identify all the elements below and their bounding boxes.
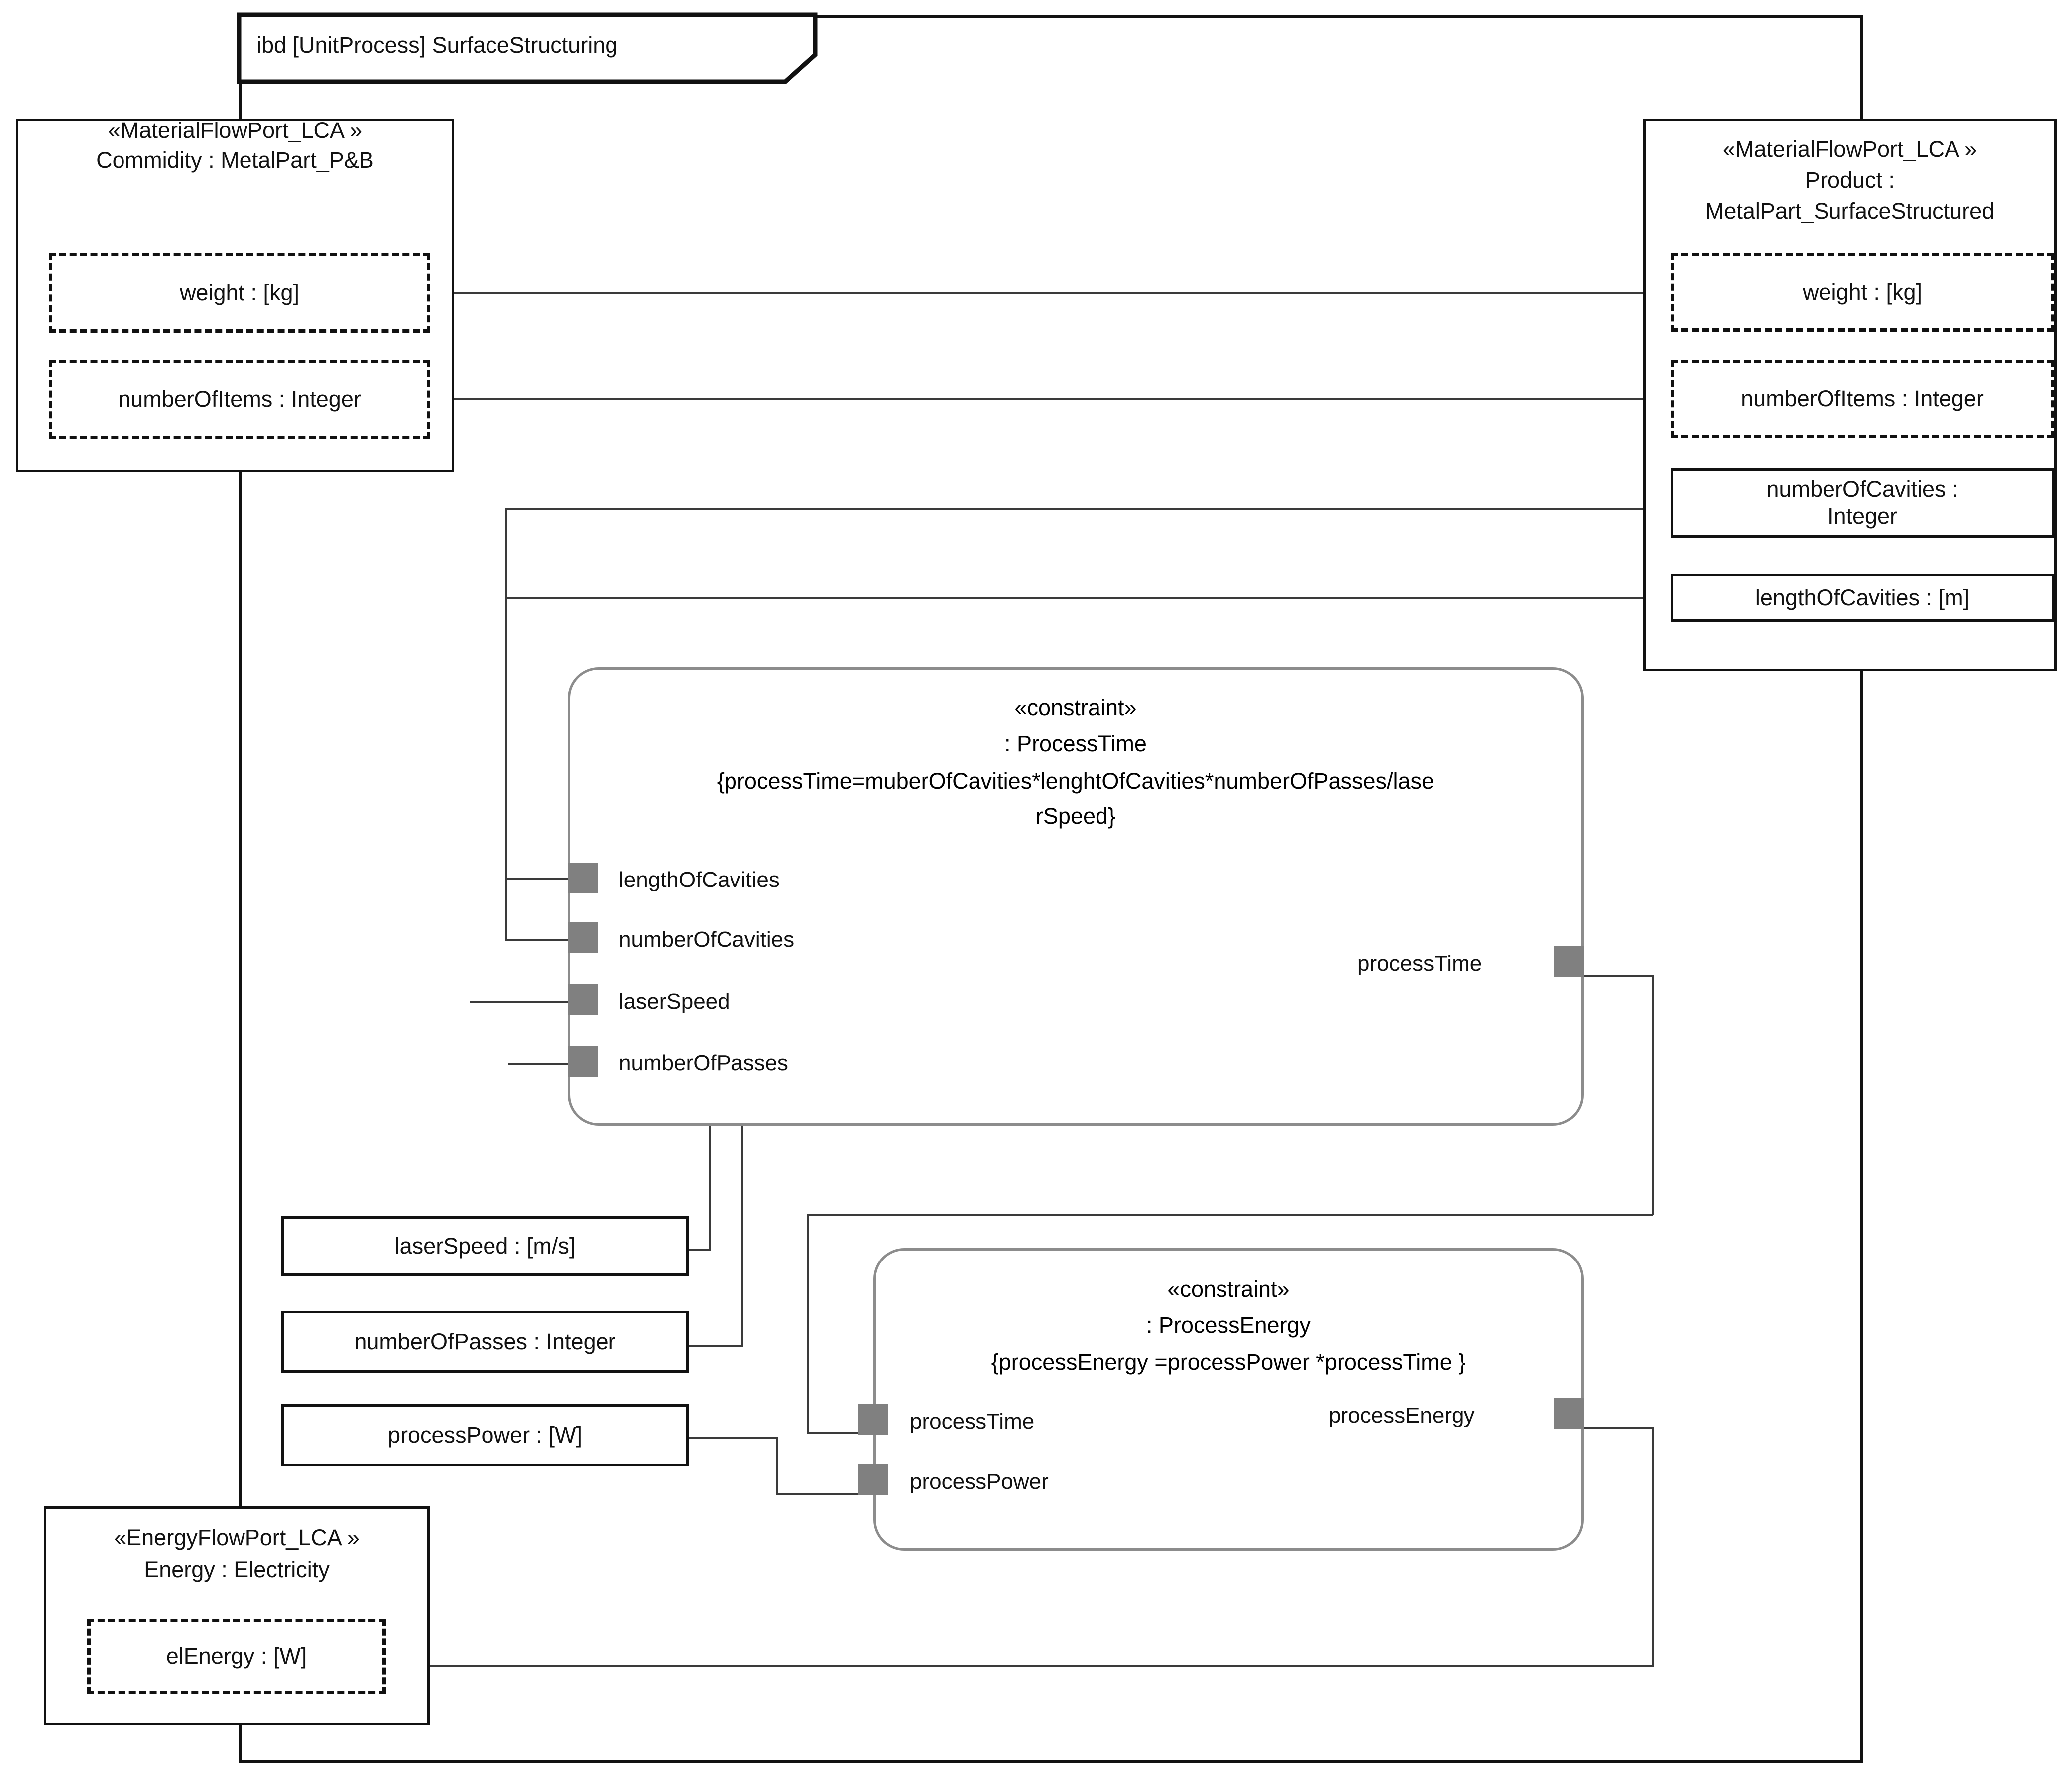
numberofcavities-line1: numberOfCavities :: [1766, 476, 1958, 502]
product-property-numberofcavities[interactable]: numberOfCavities : Integer: [1671, 468, 2054, 538]
port-processtime-in[interactable]: [858, 1404, 888, 1435]
port-label-numberofcavities: numberOfCavities: [619, 927, 795, 952]
product-stereotype: «MaterialFlowPort_LCA »: [1722, 136, 1977, 162]
commodity-stereotype: «MaterialFlowPort_LCA »: [108, 118, 363, 143]
product-name-line2: MetalPart_SurfaceStructured: [1705, 198, 1995, 224]
commodity-property-weight[interactable]: weight : [kg]: [49, 253, 430, 333]
connector-numberofpasses-h1: [686, 1345, 743, 1347]
processtime-expression-line2: rSpeed}: [1035, 803, 1116, 829]
port-processenergy-out[interactable]: [1554, 1398, 1584, 1429]
processtime-expression-line1: {processTime=muberOfCavities*lenghtOfCav…: [717, 768, 1435, 794]
connector-numberofcavities-stub: [505, 939, 568, 941]
connector-lengthofcavities-stub: [505, 878, 568, 880]
constraint-processtime[interactable]: «constraint» : ProcessTime {processTime=…: [568, 667, 1584, 1126]
frame-title-label: ibd [UnitProcess] SurfaceStructuring: [256, 32, 618, 58]
processtime-name: : ProcessTime: [1004, 731, 1147, 756]
port-processpower-in[interactable]: [858, 1464, 888, 1495]
connector-processpower-v: [776, 1437, 778, 1494]
connector-processenergy-v: [1652, 1427, 1654, 1667]
commodity-name: Commidity : MetalPart_P&B: [96, 147, 374, 173]
processtime-stereotype: «constraint»: [1014, 695, 1137, 720]
port-numberofcavities[interactable]: [568, 922, 598, 953]
connector-processpower-h2: [776, 1493, 873, 1495]
connector-numberofpasses-v: [741, 1064, 743, 1346]
value-property-numberofpasses[interactable]: numberOfPasses : Integer: [281, 1311, 689, 1373]
port-laserspeed[interactable]: [568, 984, 598, 1015]
port-label-processtime-in: processTime: [910, 1409, 1035, 1434]
port-label-processpower-in: processPower: [910, 1469, 1049, 1494]
connector-numberofcavities-h: [505, 508, 1671, 510]
connector-processtime-h2: [807, 1214, 1653, 1216]
connector-lengthofcavities-v: [505, 597, 507, 879]
energy-stereotype: «EnergyFlowPort_LCA »: [114, 1525, 360, 1550]
connector-weight: [451, 292, 1670, 294]
connector-processenergy-h1: [1582, 1427, 1654, 1429]
energy-name: Energy : Electricity: [144, 1557, 330, 1582]
energy-property-elenergy[interactable]: elEnergy : [W]: [87, 1619, 386, 1694]
product-property-weight[interactable]: weight : [kg]: [1671, 253, 2054, 332]
product-name-line1: Product :: [1805, 167, 1895, 193]
port-label-processenergy-out: processEnergy: [1329, 1403, 1475, 1428]
product-property-lengthofcavities[interactable]: lengthOfCavities : [m]: [1671, 574, 2054, 622]
connector-processpower-h1: [686, 1437, 778, 1439]
port-label-numberofpasses: numberOfPasses: [619, 1051, 788, 1075]
value-property-laserspeed[interactable]: laserSpeed : [m/s]: [281, 1216, 689, 1276]
connector-number-of-items: [451, 398, 1670, 400]
diagram-frame: [239, 15, 1863, 1763]
connector-laserspeed-h1: [686, 1249, 711, 1251]
frame-title-tab: [237, 12, 818, 84]
port-label-laserspeed: laserSpeed: [619, 989, 730, 1013]
connector-processtime-v2: [807, 1214, 809, 1433]
port-processtime-out[interactable]: [1554, 946, 1584, 977]
connector-laserspeed-v: [709, 1001, 711, 1250]
processenergy-name: : ProcessEnergy: [1146, 1312, 1311, 1338]
connector-processtime-h1: [1582, 975, 1654, 977]
connector-lengthofcavities-h: [505, 597, 1671, 599]
processenergy-expression-line1: {processEnergy =processPower *processTim…: [991, 1349, 1466, 1375]
connector-processenergy-h2: [429, 1665, 1653, 1667]
port-numberofpasses[interactable]: [568, 1046, 598, 1077]
product-property-numberofitems[interactable]: numberOfItems : Integer: [1671, 360, 2054, 438]
commodity-property-numberofitems[interactable]: numberOfItems : Integer: [49, 360, 430, 439]
processenergy-stereotype: «constraint»: [1167, 1276, 1290, 1302]
numberofcavities-line2: Integer: [1827, 504, 1898, 529]
port-lengthofcavities[interactable]: [568, 863, 598, 893]
port-label-processtime-out: processTime: [1357, 951, 1482, 976]
value-property-processpower[interactable]: processPower : [W]: [281, 1404, 689, 1466]
connector-processtime-v: [1652, 975, 1654, 1215]
port-label-lengthofcavities: lengthOfCavities: [619, 868, 780, 892]
constraint-processenergy[interactable]: «constraint» : ProcessEnergy {processEne…: [873, 1248, 1584, 1551]
connector-processtime-h3: [807, 1432, 873, 1434]
